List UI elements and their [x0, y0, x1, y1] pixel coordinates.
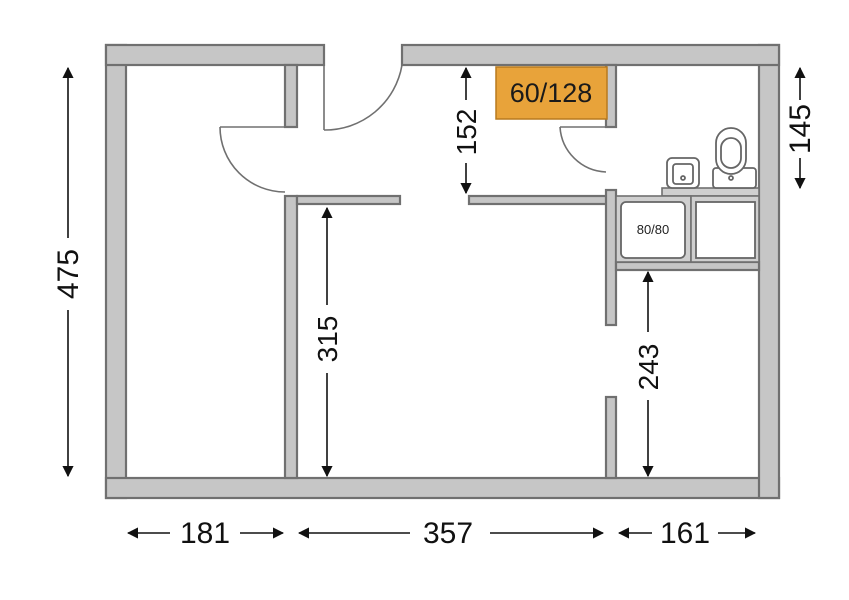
- wall-bottom: [104, 476, 781, 500]
- dim-bathroom-depth: 145: [784, 104, 817, 154]
- doors: [219, 64, 607, 193]
- door-entrance-swing: [323, 64, 403, 131]
- shower-tray-icon: [620, 201, 686, 259]
- wall-right: [757, 43, 781, 500]
- door-bath-swing: [559, 126, 607, 173]
- wall-bath-middle: [604, 188, 618, 327]
- wall-room-right-lower: [604, 395, 618, 480]
- dim-bottom-middle-width: 357: [423, 517, 473, 550]
- dim-bottom-right-width: 161: [660, 517, 710, 550]
- dimension-overall-height: 475: [52, 66, 85, 478]
- wall-hall-left-horizontal: [295, 194, 402, 206]
- door-left-room-swing: [219, 126, 286, 193]
- toilet-seat: [720, 137, 742, 169]
- dimension-bottom-left: 181: [126, 517, 285, 550]
- outer-walls: [104, 43, 781, 500]
- stairwell-label-box: [495, 66, 608, 120]
- dim-right-room-height: 243: [633, 344, 664, 391]
- counter: [661, 187, 760, 197]
- wall-left-room-upper: [283, 63, 299, 129]
- stairwell-label: 60/128: [510, 78, 593, 108]
- toilet-flush: [728, 175, 734, 181]
- dim-hall-depth: 152: [451, 109, 482, 156]
- shower-label: 80/80: [637, 222, 670, 237]
- wall-left: [104, 43, 128, 500]
- dim-middle-room-height: 315: [312, 316, 343, 363]
- wall-bath-partition: [614, 260, 761, 272]
- dimension-bottom-right: 161: [617, 517, 757, 550]
- wall-left-room-lower: [283, 194, 299, 480]
- dim-bottom-left-width: 181: [180, 517, 230, 550]
- wall-top-left: [104, 43, 326, 67]
- dimension-hall-depth: 152: [451, 66, 482, 195]
- cabinet-panel: [695, 201, 756, 259]
- wall-hall-right-horizontal: [467, 194, 614, 206]
- dimension-right-room-height: 243: [633, 270, 664, 478]
- sink-basin: [672, 163, 694, 185]
- wall-top-right: [400, 43, 781, 67]
- bathroom-fixtures: 80/80: [615, 127, 760, 263]
- dimension-middle-room-height: 315: [312, 206, 343, 478]
- dimension-bottom-middle: 357: [297, 517, 605, 550]
- interior-walls: [283, 63, 761, 480]
- sink-drain: [680, 175, 686, 181]
- dim-overall-height: 475: [52, 249, 85, 299]
- stairwell-tag: 60/128: [495, 66, 608, 120]
- dimension-bathroom-depth: 145: [784, 66, 817, 190]
